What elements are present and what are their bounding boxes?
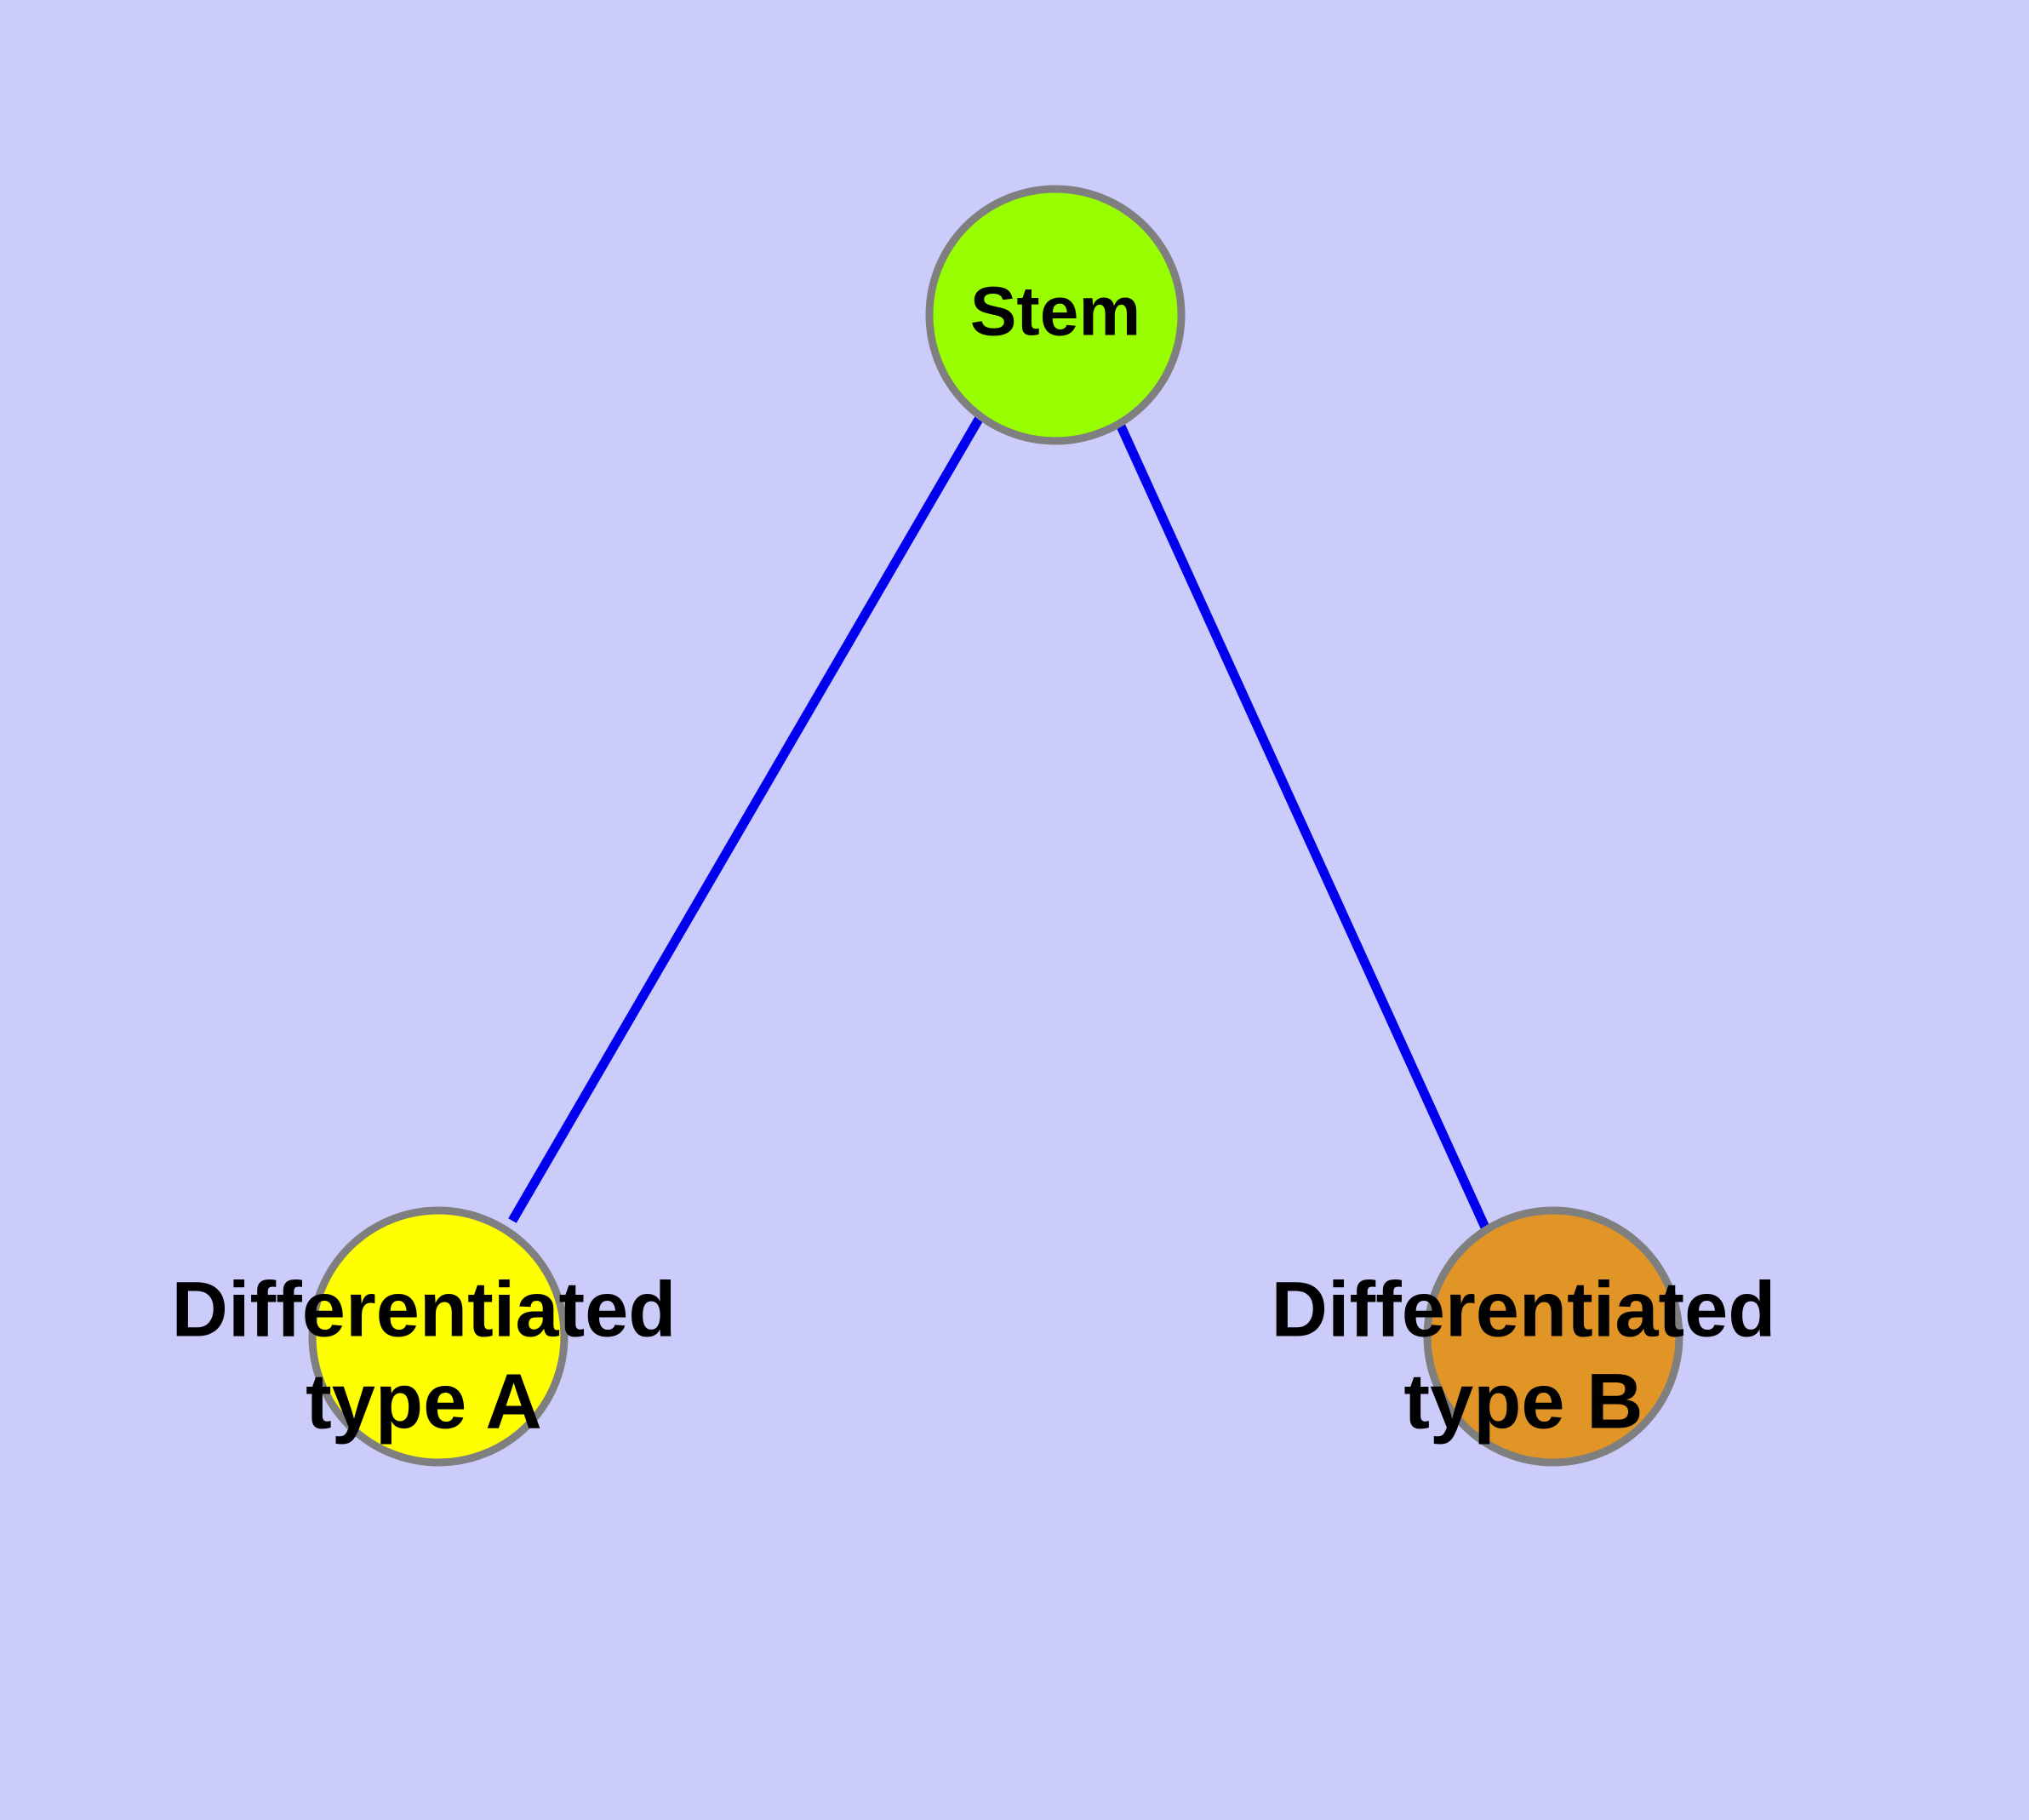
labels-group: Stem Differentiated type A Differentiate… xyxy=(172,273,1776,1445)
node-label-differentiated-b-line2: type B xyxy=(1403,1358,1643,1445)
node-stem[interactable] xyxy=(925,185,1186,445)
edges-group xyxy=(508,414,1491,1232)
edge-stem-to-differentiated-a[interactable] xyxy=(508,414,985,1223)
node-label-stem: Stem xyxy=(970,273,1141,351)
node-label-differentiated-a-line2: type A xyxy=(306,1358,542,1445)
node-differentiated-type-a[interactable] xyxy=(308,1206,569,1467)
edge-stem-to-differentiated-b[interactable] xyxy=(1113,418,1491,1232)
node-label-differentiated-a-line1: Differentiated xyxy=(172,1266,677,1353)
nodes-group xyxy=(308,185,1683,1467)
node-label-differentiated-b-line1: Differentiated xyxy=(1272,1266,1776,1353)
node-differentiated-type-b[interactable] xyxy=(1423,1206,1683,1467)
